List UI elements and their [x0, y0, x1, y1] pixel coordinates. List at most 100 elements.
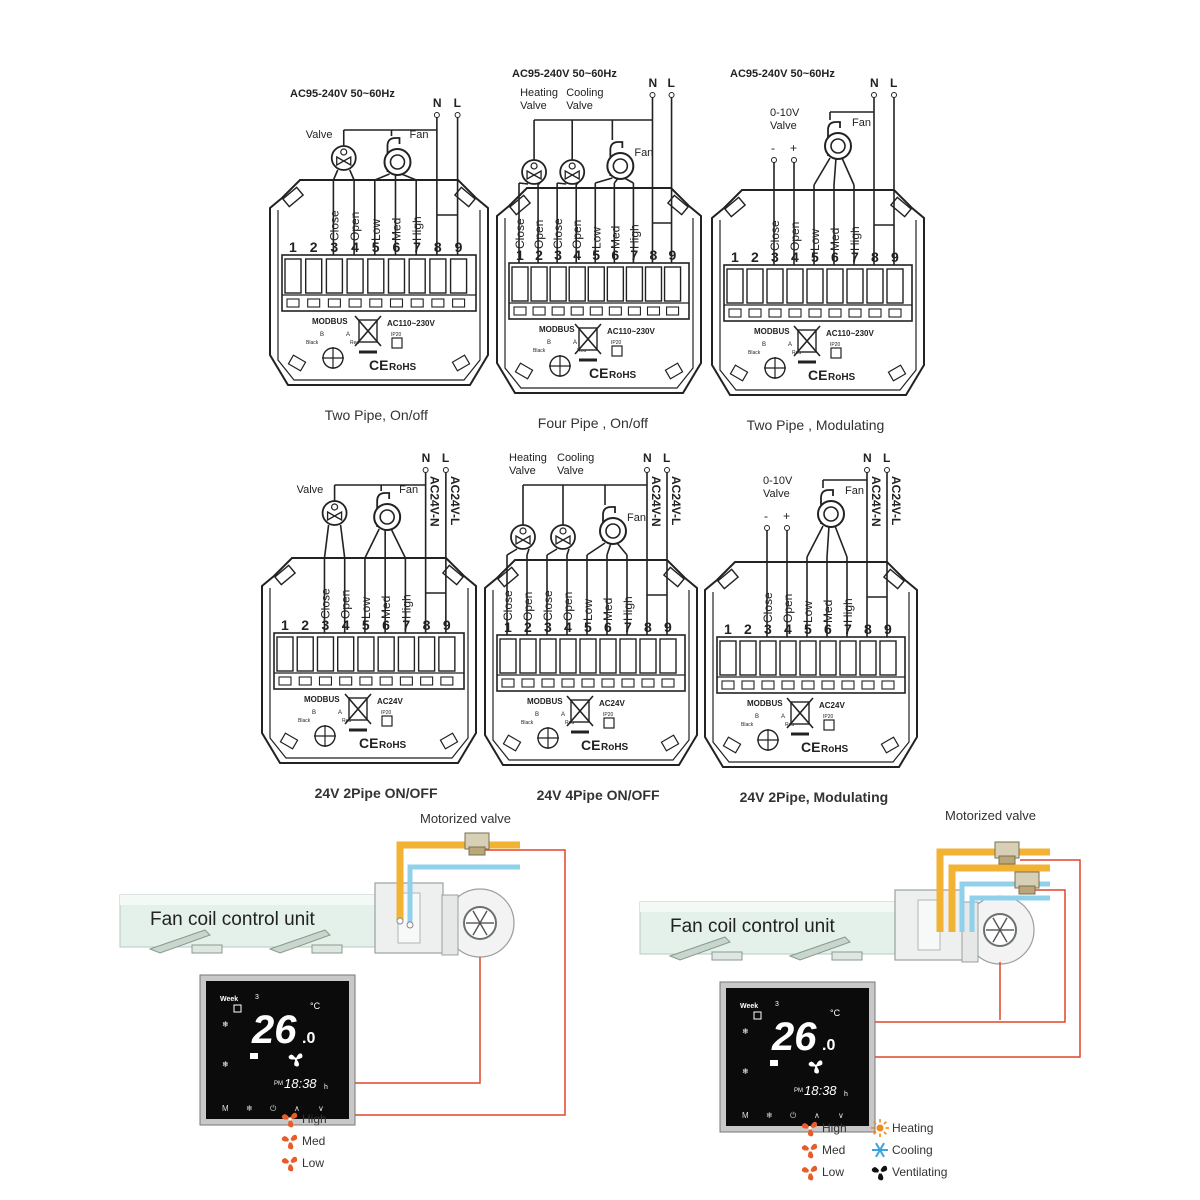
modbus-label: MODBUS	[539, 325, 575, 334]
wire	[349, 169, 355, 181]
label-line: Cooling	[566, 87, 603, 99]
mount-tab	[729, 364, 749, 382]
touch-button[interactable]: ❄	[766, 1111, 773, 1120]
touch-button[interactable]: M	[222, 1104, 229, 1113]
terminal-function-label: Med	[828, 228, 842, 251]
terminal-screw-slot	[819, 640, 837, 676]
legend-label: High	[302, 1112, 327, 1126]
sun-core	[876, 1124, 884, 1132]
touch-button[interactable]: ⏻	[270, 1104, 277, 1113]
plus-label: +	[790, 141, 797, 155]
weee-bin-icon	[566, 695, 594, 734]
fan-blade	[288, 1141, 294, 1150]
wire	[613, 177, 619, 184]
hanger-bracket	[268, 929, 343, 954]
fan-blade	[281, 1113, 290, 1120]
touch-button[interactable]: ❄	[246, 1104, 253, 1113]
label-line: Valve	[509, 465, 536, 477]
terminal-dot	[442, 467, 449, 473]
terminal-function-label: Low	[359, 597, 373, 619]
terminal-number: 5	[804, 621, 812, 637]
line-label: L	[454, 96, 461, 110]
terminal-clamp	[861, 680, 875, 690]
fan-duct	[376, 492, 391, 527]
fan-hub	[288, 1161, 292, 1165]
wire-black-label: Black	[521, 720, 534, 726]
touch-button[interactable]: ∧	[814, 1111, 820, 1120]
fan-blade	[801, 1166, 810, 1173]
terminal-screw-slot	[866, 268, 884, 304]
terminal-number: 7	[624, 619, 632, 635]
fan-rotor	[823, 506, 839, 522]
label-line: Valve	[520, 100, 547, 112]
terminal-function-label: Close	[768, 220, 782, 251]
terminal-clamp	[379, 676, 393, 686]
fan-label: Fan	[845, 485, 864, 497]
supply-voltage-label: AC95-240V 50~60Hz	[290, 88, 395, 100]
valve-triangles	[326, 510, 343, 522]
terminal-function-label: Med	[379, 596, 393, 619]
terminal-dot	[649, 92, 656, 98]
fan-label: Fan	[399, 484, 418, 496]
thermostat-inner-outline	[277, 210, 481, 381]
rj45-connector-icon	[764, 357, 786, 379]
terminal-number: 4	[791, 249, 799, 265]
touch-button[interactable]: M	[742, 1111, 749, 1120]
voltage-rating: AC24V	[599, 699, 625, 708]
sun-ray	[883, 1121, 887, 1125]
touch-button[interactable]: ∨	[318, 1104, 324, 1113]
label-line: Valve	[566, 100, 593, 112]
mount-tab	[279, 732, 299, 750]
weee-bin-icon	[793, 325, 821, 364]
bus-b-label: B	[312, 710, 316, 716]
terminal-number: 4	[564, 619, 572, 635]
terminal-function-label: Close	[327, 210, 341, 241]
terminal-number: 2	[301, 617, 309, 633]
clock-suffix: h	[324, 1084, 328, 1091]
modbus-label: MODBUS	[747, 699, 783, 708]
fan-blade	[810, 1143, 818, 1150]
touch-button[interactable]: ⏻	[790, 1111, 797, 1120]
weee-bin-icon	[354, 315, 382, 354]
terminal-clamp	[532, 306, 546, 316]
fan-hub	[294, 1057, 298, 1061]
terminal-function-label: High	[621, 596, 635, 621]
corner-tab	[723, 196, 747, 218]
terminal-clamp	[888, 308, 902, 318]
wire	[574, 323, 602, 355]
terminal-screw-slot	[346, 258, 364, 294]
motorized-valve-icon	[994, 841, 1020, 865]
terminal-screw-slot	[549, 266, 567, 302]
day-number: 3	[775, 1001, 779, 1008]
terminal-screw-slot	[846, 268, 864, 304]
hanger-bracket	[788, 936, 863, 961]
mount-tab	[880, 736, 900, 754]
terminal-number: 3	[321, 617, 329, 633]
valve-actuator	[559, 527, 567, 535]
touch-button[interactable]: ∧	[294, 1104, 300, 1113]
label-line: 0-10V	[763, 475, 793, 487]
fan-blade	[816, 1060, 823, 1066]
terminal-screw-slot	[539, 638, 557, 674]
valve-actuator	[568, 162, 576, 170]
weee-bin-icon	[786, 697, 814, 736]
fan-icon	[801, 1143, 818, 1159]
terminal-number: 6	[611, 247, 619, 263]
terminal-number: 6	[382, 617, 390, 633]
terminal-dot	[864, 467, 870, 473]
terminal-dot	[454, 112, 461, 118]
fan-duct	[602, 506, 616, 541]
terminal-screw-slot	[625, 266, 644, 302]
bracket-base	[311, 944, 343, 954]
touch-button[interactable]: ∨	[838, 1111, 844, 1120]
minus-label: -	[771, 141, 775, 155]
wire	[566, 695, 594, 727]
terminal-number: 9	[884, 621, 892, 637]
terminal-clamp	[420, 676, 434, 686]
fan-duct	[827, 121, 841, 156]
wiring-diagram-d5: 123456789MODBUSBABlackRedAC24VIP20CERoHS…	[484, 451, 698, 803]
